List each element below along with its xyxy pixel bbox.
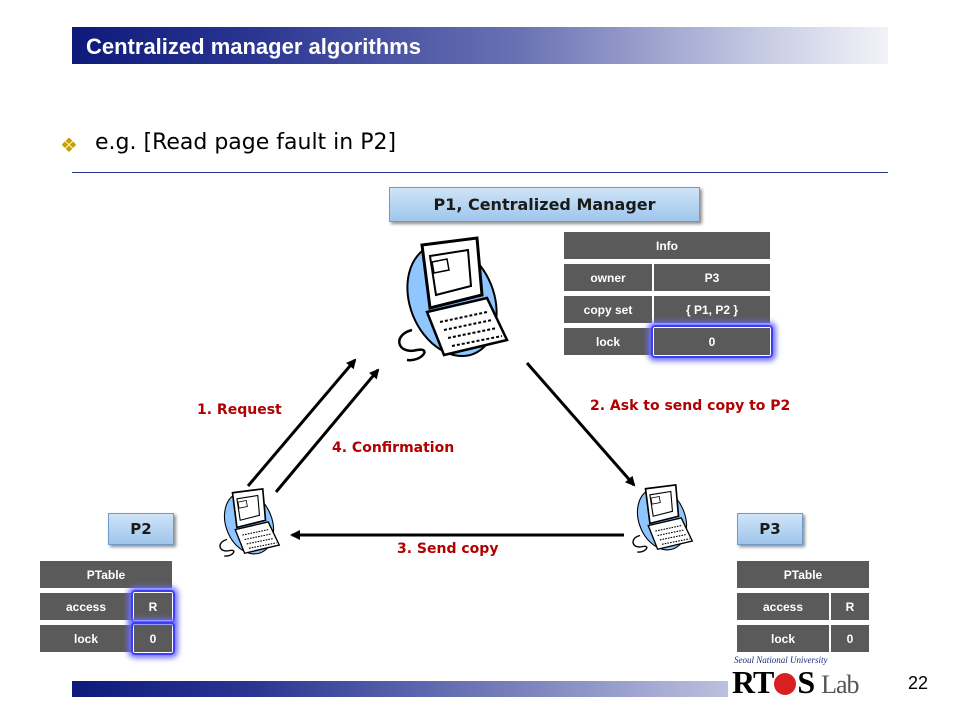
info-table-header-row: Info xyxy=(564,232,770,259)
slide-title: Centralized manager algorithms xyxy=(86,34,421,59)
p3-value-lock: 0 xyxy=(831,625,869,652)
info-key-owner: owner xyxy=(564,264,654,291)
p2-key-access: access xyxy=(40,593,134,620)
p2-value-lock-highlighted: 0 xyxy=(131,622,175,655)
lab-logo: Seoul National University RT S Lab xyxy=(728,654,888,702)
info-table-header: Info xyxy=(564,232,770,259)
computer-icon xyxy=(214,483,284,563)
computer-icon xyxy=(627,479,697,559)
p3-ptable-header-row: PTable xyxy=(737,561,869,588)
info-table-row: copy set { P1, P2 } xyxy=(564,296,770,323)
logo-lab: Lab xyxy=(821,670,859,699)
p3-ptable-row: lock 0 xyxy=(737,625,869,652)
p3-label: P3 xyxy=(737,513,803,545)
step-send-copy-label: 3. Send copy xyxy=(397,541,499,557)
logo-university: Seoul National University xyxy=(734,655,828,665)
info-table-row: owner P3 xyxy=(564,264,770,291)
divider xyxy=(72,172,888,173)
logo-dot-icon xyxy=(774,673,797,695)
diamond-bullet-icon: ❖ xyxy=(60,133,78,157)
arrow-ask-send-copy xyxy=(525,362,636,487)
p2-ptable-header: PTable xyxy=(40,561,172,588)
info-value-copyset: { P1, P2 } xyxy=(654,296,770,323)
p3-ptable-header: PTable xyxy=(737,561,869,588)
arrow-request xyxy=(246,358,357,487)
p2-ptable-header-row: PTable xyxy=(40,561,172,588)
logo-name-left: RT xyxy=(732,664,774,700)
logo-name-right: S xyxy=(797,664,815,700)
manager-label: P1, Centralized Manager xyxy=(389,187,700,222)
p3-ptable: PTable access R lock 0 xyxy=(737,556,869,657)
page-number: 22 xyxy=(908,673,929,693)
computer-icon xyxy=(389,228,515,372)
footer-bar xyxy=(72,681,888,697)
step-confirmation-label: 4. Confirmation xyxy=(332,440,455,456)
info-value-owner: P3 xyxy=(654,264,770,291)
p3-key-access: access xyxy=(737,593,831,620)
p2-key-lock: lock xyxy=(40,625,134,652)
p2-ptable: PTable access R lock 0 xyxy=(40,556,175,657)
p2-ptable-row: lock 0 xyxy=(40,622,175,655)
p2-ptable-row: access R xyxy=(40,590,175,623)
p3-key-lock: lock xyxy=(737,625,831,652)
logo-wordmark: RT S Lab xyxy=(732,664,860,701)
info-table-row: lock 0 xyxy=(564,325,773,358)
title-bar xyxy=(72,27,888,64)
step-ask-label: 2. Ask to send copy to P2 xyxy=(590,398,791,414)
step-request-label: 1. Request xyxy=(197,402,282,418)
arrow-confirmation xyxy=(274,368,380,493)
p2-label: P2 xyxy=(108,513,174,545)
info-key-lock: lock xyxy=(564,328,654,355)
p3-ptable-row: access R xyxy=(737,593,869,620)
info-key-copyset: copy set xyxy=(564,296,654,323)
bullet-text: e.g. [Read page fault in P2] xyxy=(95,130,397,155)
p3-value-access: R xyxy=(831,593,869,620)
info-table: Info owner P3 copy set { P1, P2 } lock 0 xyxy=(564,227,773,360)
p2-value-access-highlighted: R xyxy=(131,590,175,623)
